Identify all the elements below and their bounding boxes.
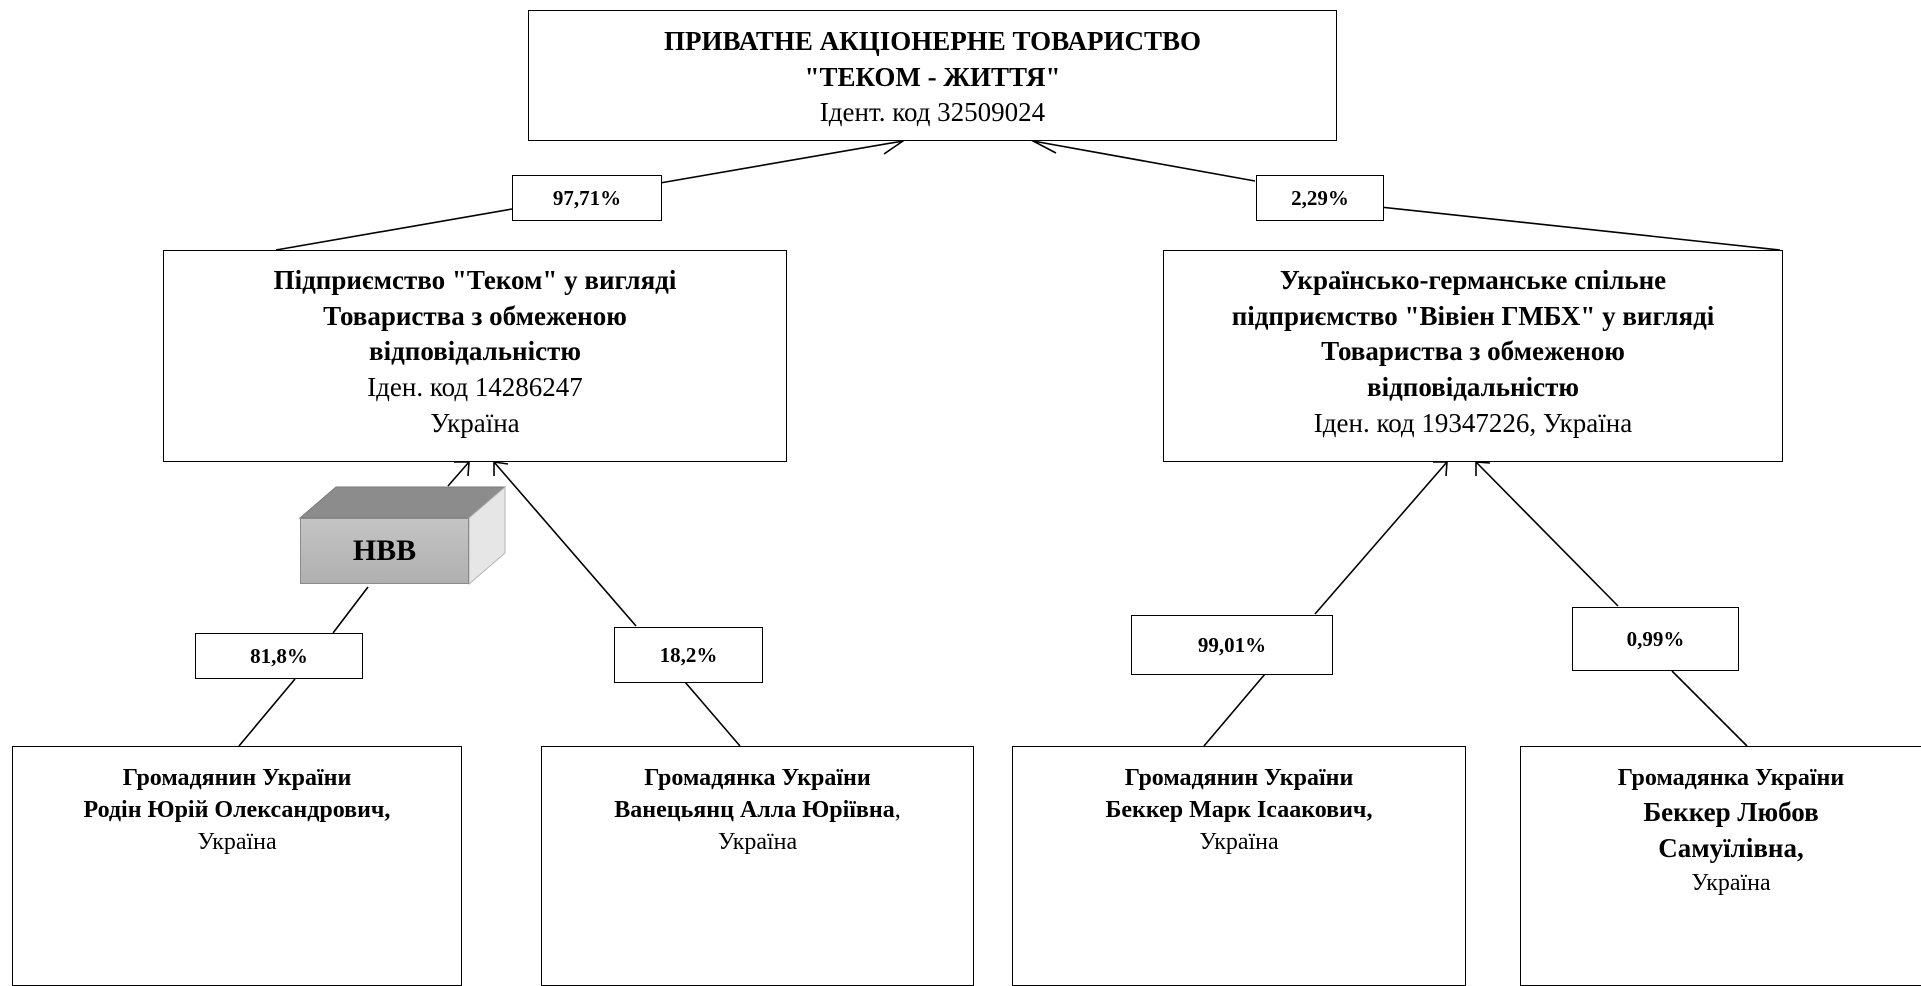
arrow-right-company-a [1433,461,1448,477]
person-vanetsyants-name-line: Ванецьянц Алла Юріївна, [542,794,973,826]
left-company-box: Підприємство "Теком" у вигляді Товариств… [163,250,787,462]
person-lyubov-country: Україна [1691,869,1771,896]
line-mark-to-share [1203,673,1266,747]
share-badge-81-8: 81,8% [195,633,363,679]
person-box-vanetsyants: Громадянка України Ванецьянц Алла Юріївн… [541,746,974,986]
person-mark-title: Громадянин України [1124,765,1354,791]
person-lyubov-name-line2: Самуїлівна, [1658,833,1804,864]
person-lyubov-title: Громадянка України [1617,765,1845,791]
root-company-code: Ідент. код 32509024 [819,97,1046,128]
left-company-name-line1: Підприємство "Теком" у вигляді [273,265,677,295]
share-badge-99-01: 99,01% [1131,615,1333,675]
left-company-country: Україна [430,407,520,438]
person-vanetsyants-name: Ванецьянц Алла Юріївна [614,797,895,824]
person-vanetsyants-country: Україна [717,829,798,856]
root-company-name-line1: ПРИВАТНЕ АКЦІОНЕРНЕ ТОВАРИСТВО [663,26,1202,56]
person-vanetsyants-title: Громадянка України [644,765,871,791]
root-company-name-line2: "ТЕКОМ - ЖИТТЯ" [804,61,1061,92]
left-company-name-line3: відповідальністю [369,336,581,367]
nvb-block: НВВ [300,518,469,584]
line-share-to-root-left [659,140,904,184]
root-company-box: ПРИВАТНЕ АКЦІОНЕРНЕ ТОВАРИСТВО "ТЕКОМ - … [528,10,1337,141]
arrow-left-company-b [493,461,509,476]
arrow-left-company-a [454,461,470,477]
person-rodin-country: Україна [197,829,277,856]
person-vanetsyants-name-suffix: , [894,797,901,824]
arrow-right-company-b [1475,461,1491,476]
left-company-code: Іден. код 14286247 [367,371,583,402]
person-rodin-name: Родін Юрій Олександрович, [83,797,391,824]
share-badge-18-2: 18,2% [614,627,763,683]
line-share-to-nvb [332,586,369,634]
line-share-to-right-company [1314,461,1448,615]
line-share-to-root-right [1032,140,1256,182]
right-company-box: Українсько-германське спільне підприємст… [1163,250,1783,462]
nvb-block-side-face [468,485,506,586]
line-share-to-left-company [493,461,637,627]
share-badge-2-29: 2,29% [1256,175,1384,221]
line-left-company-to-share [275,208,513,251]
line-nvb-to-left-company [447,461,470,487]
person-mark-name: Беккер Марк Ісаакович, [1105,797,1373,824]
right-company-name-line4: відповідальністю [1367,371,1579,402]
share-badge-0-99: 0,99% [1572,607,1739,671]
person-lyubov-name-line1: Беккер Любов [1643,797,1819,828]
right-company-code-country: Іден. код 19347226, Україна [1313,407,1633,438]
share-badge-97-71: 97,71% [512,175,662,221]
right-company-name-line1: Українсько-германське спільне [1279,265,1667,295]
line-lyubov-to-share [1671,670,1748,747]
person-mark-country: Україна [1199,829,1279,856]
left-company-name-line2: Товариства з обмеженою [323,300,627,331]
person-box-lyubov: Громадянка України Беккер Любов Самуїлів… [1520,746,1921,986]
right-company-name-line2: підприємство "Вівіен ГМБХ" у вигляді [1231,300,1715,331]
person-box-mark: Громадянин України Беккер Марк Ісаакович… [1012,746,1466,986]
right-company-name-line3: Товариства з обмеженою [1321,336,1625,367]
person-rodin-title: Громадянин України [122,765,352,791]
line-right-company-to-share [1379,206,1781,251]
person-box-rodin: Громадянин України Родін Юрій Олександро… [12,746,462,986]
line-share-to-right-company-b [1475,461,1619,607]
line-vanetsyants-to-share [684,681,741,747]
line-rodin-to-share [238,678,296,747]
